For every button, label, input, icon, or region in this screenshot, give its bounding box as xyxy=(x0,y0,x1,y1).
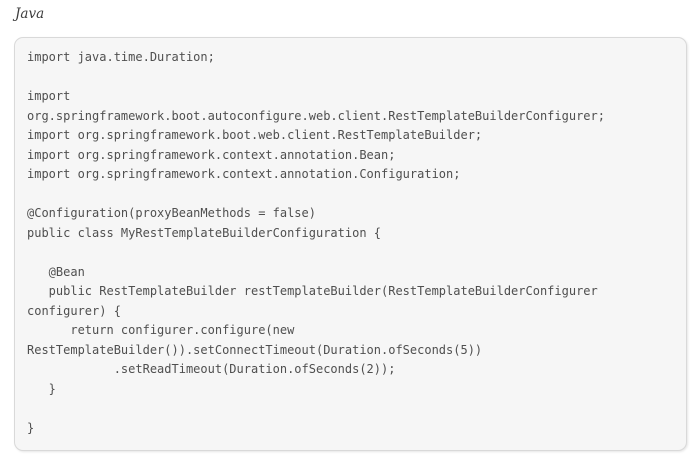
code-content: import java.time.Duration; import org.sp… xyxy=(27,50,605,435)
code-block: import java.time.Duration; import org.sp… xyxy=(14,37,687,451)
code-language-label: Java xyxy=(15,6,45,22)
